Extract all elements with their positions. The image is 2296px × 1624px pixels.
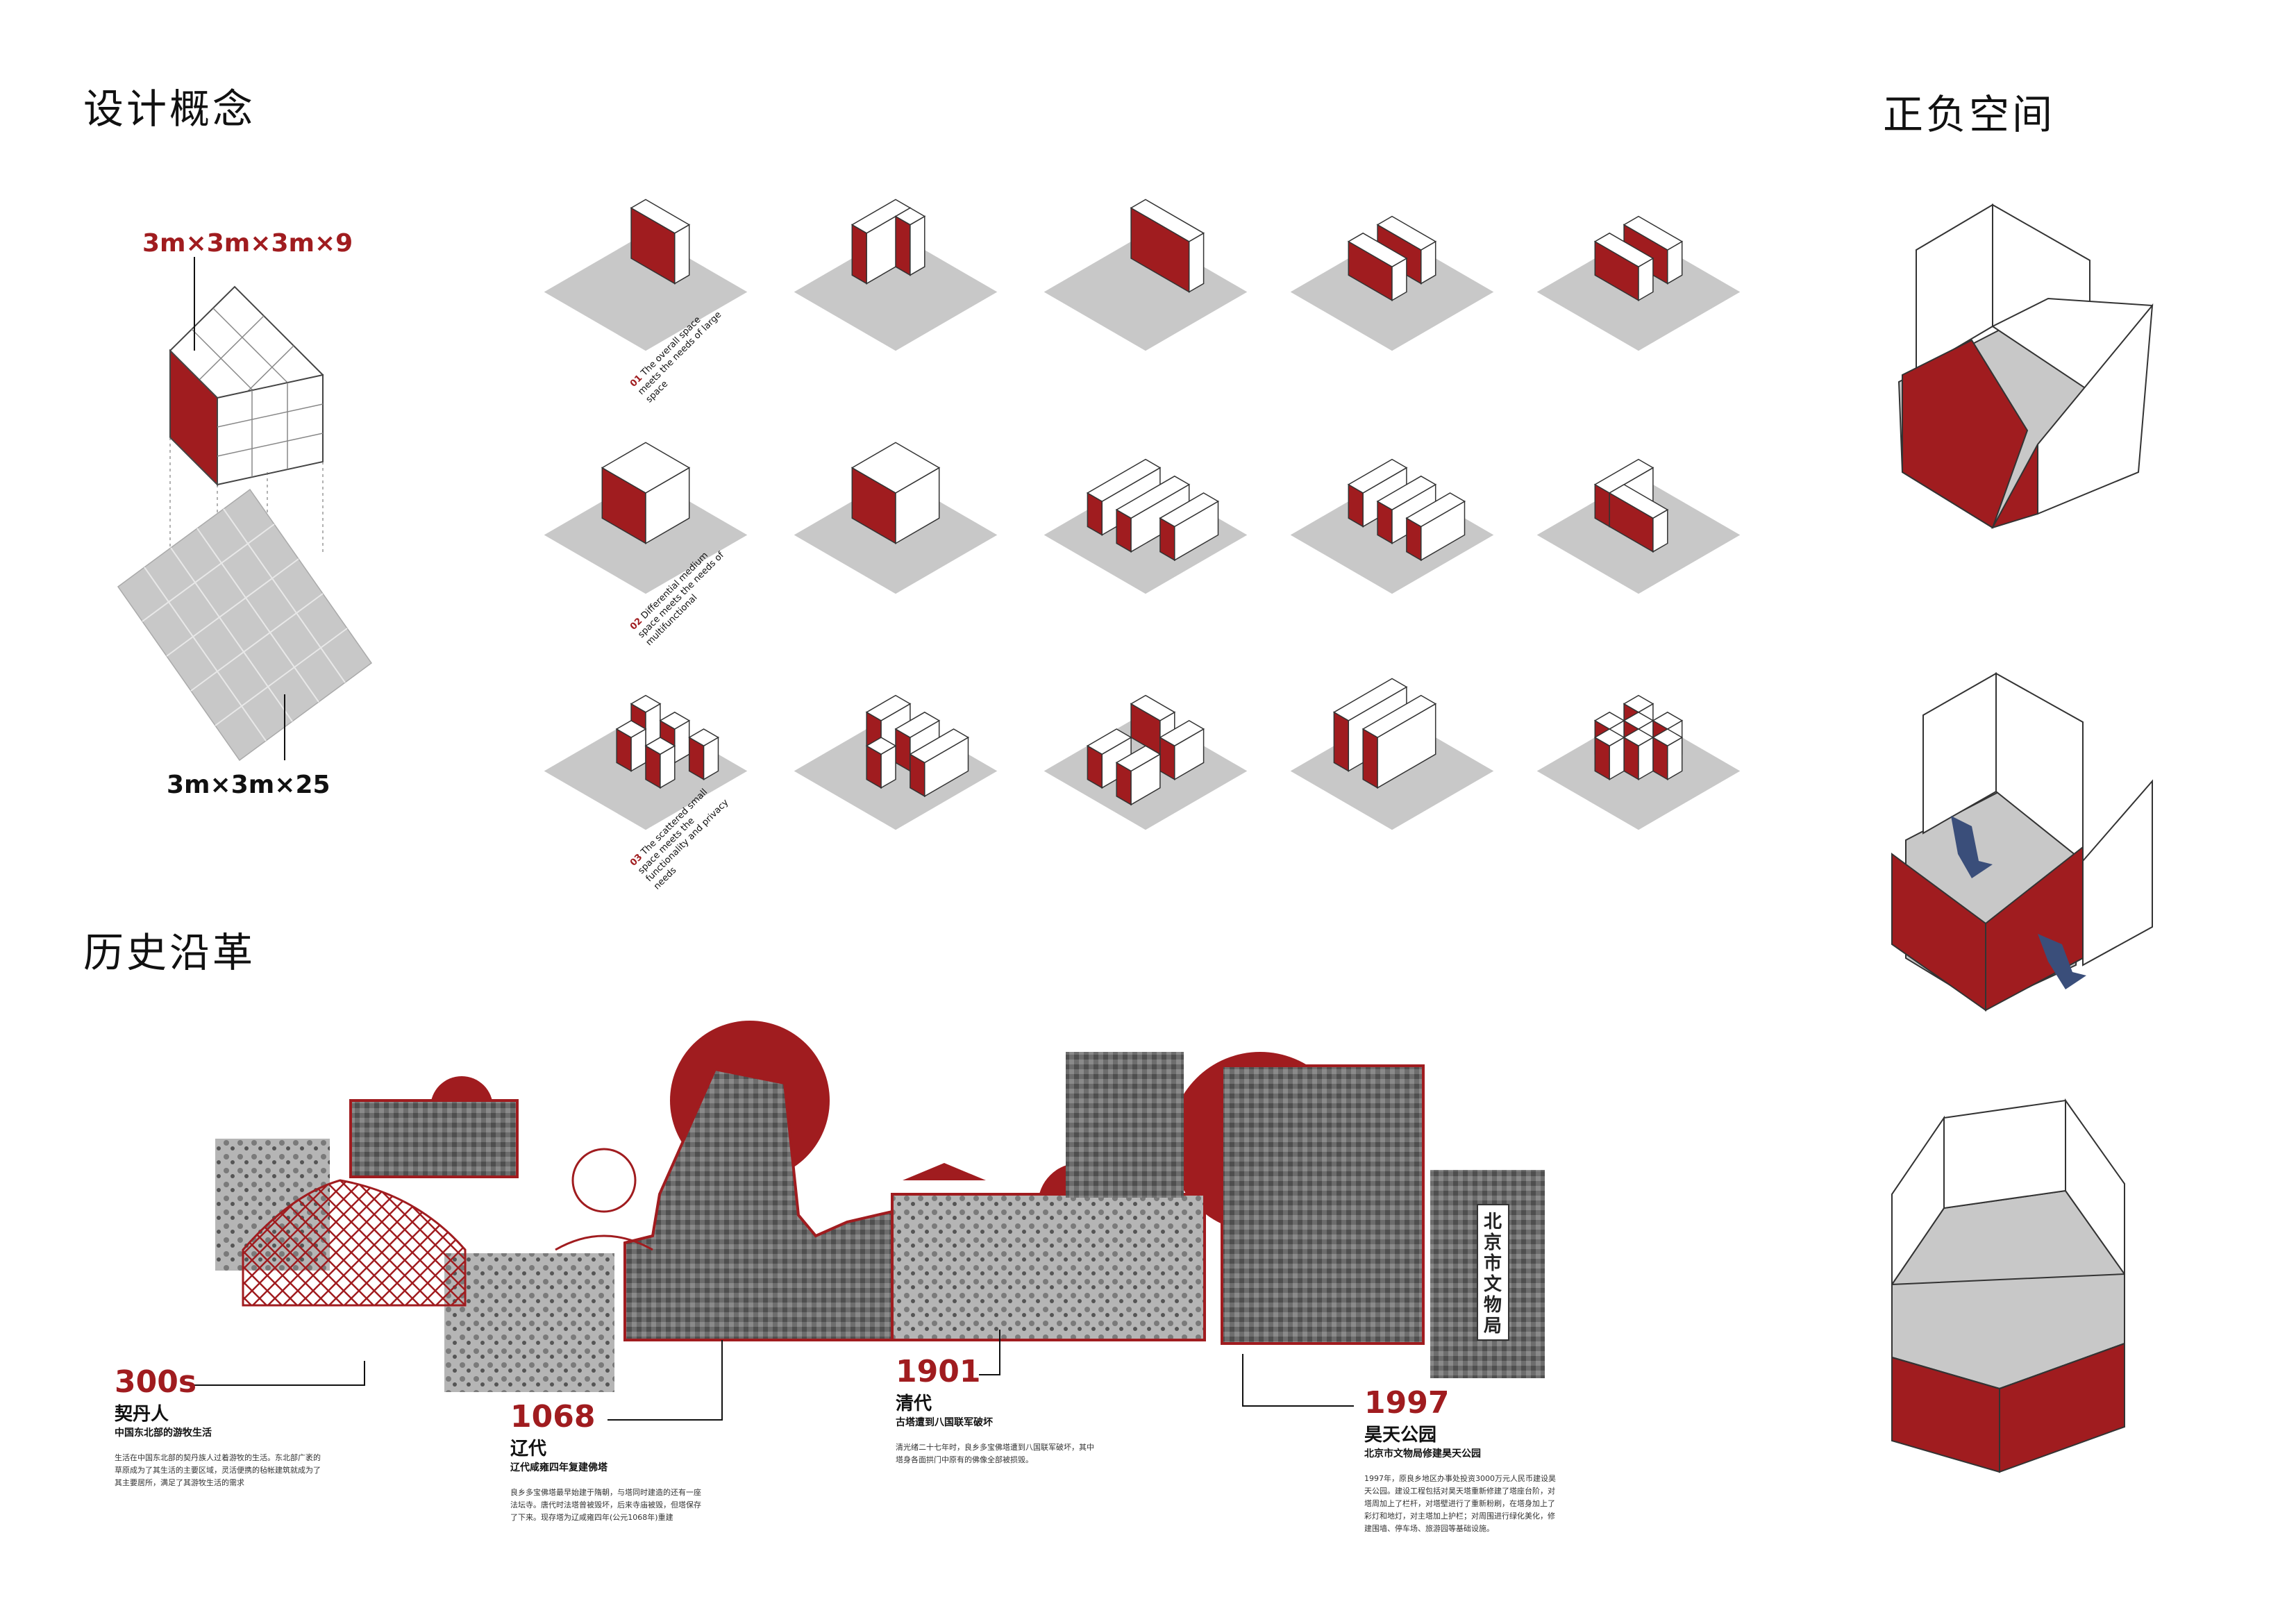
block-volume [1608,484,1669,553]
timeline-leaders [191,1330,1354,1421]
timeline-text: 生活在中国东北部的契丹族人过着游牧的生活。东北部广袤的草原成为了其生活的主要区域… [115,1453,321,1487]
block-volume [1623,728,1654,780]
timeline-entry-1997: 1997 昊天公园 北京市文物局修建昊天公园 1997年，原良乡地区办事处投资3… [1364,1385,1559,1535]
block-volume [1376,215,1437,285]
block-volume [644,737,676,789]
timeline-year: 1997 [1364,1385,1450,1421]
history-heading: 历史沿革 [83,929,256,976]
timeline-subtitle: 北京市文物局修建昊天公园 [1364,1448,1481,1459]
block-volume [630,199,691,285]
timeline-year: 1068 [510,1399,596,1434]
timeline-subtitle: 古塔遭到八国联军破坏 [896,1417,993,1428]
block-volume [1593,232,1654,301]
block-volume [1115,745,1162,806]
module-dimension-label: 3m×3m×3m×9 [142,229,353,258]
history-collage [215,1021,1545,1392]
timeline-year: 300s [115,1364,197,1400]
ground-plane [544,233,748,351]
configuration-cell [794,694,998,830]
block-volume [1159,720,1205,780]
timeline-entry-1901: 1901 清代 古塔遭到八国联军破坏 清光绪二十七年时，良乡多宝佛塔遭到八国联军… [896,1354,1097,1466]
block-volume [615,720,647,772]
timeline-era: 契丹人 [115,1404,169,1425]
block-volume [894,207,926,276]
block-volume [601,442,691,544]
configuration-matrix [544,199,1741,830]
concept-heading: 设计概念 [83,85,256,133]
block-volume [1347,232,1408,301]
ground-plane [794,233,998,351]
configuration-cell [1536,694,1741,830]
configuration-cell [794,199,998,351]
configuration-cell [1044,694,1248,830]
block-volume [1652,728,1684,780]
space-diagram-1 [1897,203,2154,529]
block-volume [1130,199,1205,293]
space-diagram-3 [1891,1098,2125,1473]
configuration-cell [794,442,998,594]
grid-dimension-label: 3m×3m×25 [167,771,330,799]
timeline-subtitle: 辽代咸雍四年复建佛塔 [510,1462,607,1473]
timeline-era: 清代 [896,1393,932,1414]
timeline-year: 1901 [896,1354,981,1389]
configuration-cell [1290,458,1494,594]
configuration-cell [1536,458,1741,594]
timeline-entry-300s: 300s 契丹人 中国东北部的游牧生活 生活在中国东北部的契丹族人过着游牧的生活… [115,1364,323,1489]
block-volume [1159,492,1219,562]
block-volume [1361,694,1437,789]
block-volume [688,728,719,780]
timeline-text: 清光绪二十七年时，良乡多宝佛塔遭到八国联军破坏，其中塔身各面拱门中原有的佛像全部… [896,1443,1094,1464]
configuration-cell [544,694,748,830]
timeline-text: 1997年，原良乡地区办事处投资3000万元人民币建设昊天公园。建设工程包括对昊… [1364,1474,1556,1533]
block-volume [1623,215,1684,285]
space-heading: 正负空间 [1883,91,2056,138]
signboard-text: 北京市文物局 [1483,1212,1502,1337]
configuration-cell [1536,215,1741,351]
block-volume [850,442,941,544]
timeline-entry-1068: 1068 辽代 辽代咸雍四年复建佛塔 良乡多宝佛塔最早始建于隋朝，与塔同时建造的… [510,1399,708,1524]
block-volume [865,737,897,789]
timeline-subtitle: 中国东北部的游牧生活 [115,1428,212,1439]
timeline-era: 辽代 [510,1439,547,1459]
block-volume [1405,492,1466,562]
block-volume [1347,458,1408,528]
block-volume [909,728,969,798]
concept-ground-grid [117,437,373,762]
configuration-cell [1044,458,1248,594]
concept-cube [169,257,324,487]
timeline-era: 昊天公园 [1364,1425,1437,1446]
signboard [1477,1204,1509,1341]
configuration-cell [544,199,748,351]
space-diagram-2 [1891,672,2153,1012]
configuration-cell [1290,215,1494,351]
configuration-cell [1290,678,1494,830]
configuration-cell [544,442,748,594]
block-volume [1593,728,1625,780]
configuration-cell [1044,199,1248,351]
timeline-text: 良乡多宝佛塔最早始建于隋朝，与塔同时建造的还有一座法坛寺。唐代时法塔曾被毁坏，后… [510,1488,701,1522]
